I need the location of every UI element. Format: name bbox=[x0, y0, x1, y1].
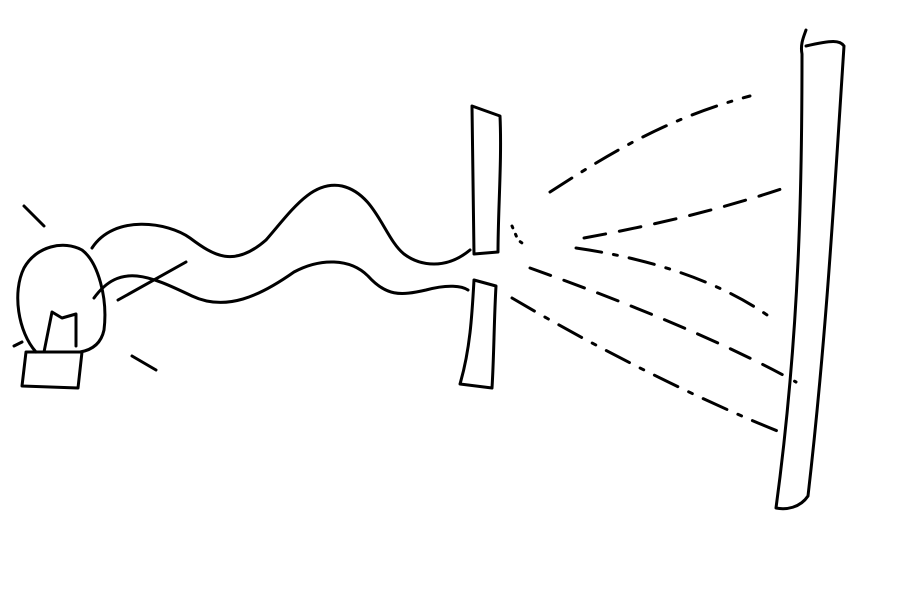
light-source bbox=[16, 243, 107, 390]
diffraction-pattern bbox=[510, 94, 798, 434]
light-source-bulb bbox=[16, 243, 107, 354]
wave-guide bbox=[90, 183, 472, 304]
light-ray-left bbox=[12, 340, 24, 348]
diffraction-line-5 bbox=[510, 296, 782, 434]
slit-barrier-lower bbox=[458, 278, 498, 390]
light-rays bbox=[12, 204, 188, 372]
light-ray-upper bbox=[22, 204, 46, 228]
wave-guide-lower bbox=[92, 260, 470, 304]
light-source-filament bbox=[42, 310, 78, 354]
slit-barrier bbox=[458, 104, 503, 390]
diffraction-origin-dots bbox=[510, 224, 528, 248]
detector-screen bbox=[774, 28, 846, 511]
diffraction-line-3 bbox=[574, 246, 776, 322]
light-ray-right-lower bbox=[130, 354, 158, 372]
light-ray-right-upper bbox=[116, 260, 188, 302]
diffraction-line-4 bbox=[528, 266, 798, 384]
slit-barrier-upper bbox=[470, 104, 503, 256]
wave-guide-upper bbox=[90, 183, 472, 266]
diffraction-line-2 bbox=[582, 184, 792, 240]
detector-screen-outline bbox=[774, 28, 846, 511]
light-source-base bbox=[20, 350, 84, 390]
diffraction-line-1 bbox=[548, 94, 752, 194]
